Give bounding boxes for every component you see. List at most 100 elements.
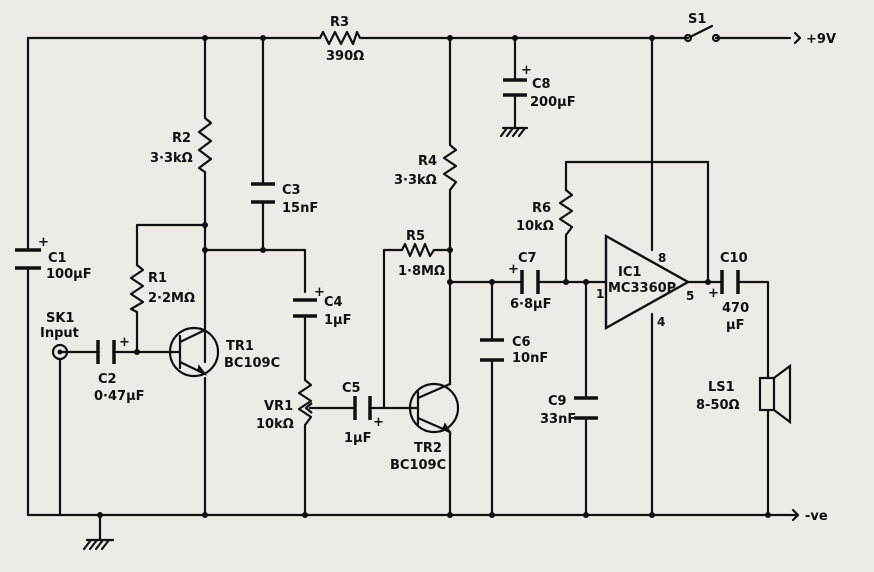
junction-dot bbox=[447, 247, 453, 253]
c2-value-label: 0·47μF bbox=[94, 389, 145, 404]
c6-value-label: 10nF bbox=[512, 351, 548, 366]
c5-value-label: 1μF bbox=[344, 431, 372, 446]
r6-ref-label: R6 bbox=[532, 201, 551, 216]
s1-contact-left bbox=[683, 33, 693, 43]
junction-dot bbox=[202, 222, 208, 228]
ic1-pin5-label: 5 bbox=[686, 289, 694, 303]
r4-value-label: 3·3kΩ bbox=[394, 173, 437, 188]
negative-rail-wire bbox=[26, 508, 800, 522]
r2-resistor bbox=[197, 117, 213, 173]
c6-ref-label: C6 bbox=[512, 335, 531, 350]
tr1-transistor-icon bbox=[168, 326, 220, 378]
r1-ref-label: R1 bbox=[148, 271, 167, 286]
junction-dot bbox=[512, 35, 518, 41]
junction-dot bbox=[447, 35, 453, 41]
s1-contact-right bbox=[711, 33, 721, 43]
sk1-ref-label: SK1 bbox=[46, 311, 74, 326]
ls1-speaker-cone bbox=[773, 363, 792, 425]
c10-ref-label: C10 bbox=[720, 251, 748, 266]
junction-dot bbox=[134, 349, 140, 355]
ic1-amplifier-icon bbox=[604, 233, 691, 331]
c7-polarity-mark: + bbox=[508, 262, 519, 277]
vr1-ref-label: VR1 bbox=[264, 399, 293, 414]
c8-value-label: 200μF bbox=[530, 95, 576, 110]
junction-dot bbox=[447, 512, 453, 518]
c5-ref-label: C5 bbox=[342, 381, 361, 396]
junction-dot bbox=[649, 512, 655, 518]
junction-dots bbox=[97, 35, 771, 518]
ic1-pin4-label: 4 bbox=[657, 315, 665, 329]
c7-wire bbox=[448, 280, 608, 517]
r4-resistor bbox=[442, 144, 458, 191]
sk1-socket-icon bbox=[51, 343, 69, 361]
c8-polarity-mark: + bbox=[521, 63, 532, 78]
tr2-emitter-arrow bbox=[442, 422, 452, 434]
r1-wire bbox=[135, 223, 207, 354]
negative-rail-label: -ve bbox=[805, 509, 828, 524]
c4-value-label: 1μF bbox=[324, 313, 352, 328]
ic1-value-label: MC3360P bbox=[608, 281, 676, 296]
junction-dot bbox=[583, 279, 589, 285]
c3-capacitor bbox=[251, 182, 275, 204]
c10-value-unit-label: μF bbox=[726, 318, 744, 333]
c4-polarity-mark: + bbox=[314, 285, 325, 300]
r6-resistor bbox=[558, 189, 574, 236]
c1-ref-label: C1 bbox=[48, 251, 67, 266]
c4-ref-label: C4 bbox=[324, 295, 343, 310]
r3-resistor bbox=[319, 30, 361, 46]
c7-value-label: 6·8μF bbox=[510, 297, 551, 312]
c6-capacitor bbox=[480, 338, 504, 362]
ic1-ref-label: IC1 bbox=[618, 265, 641, 280]
r2-ref-label: R2 bbox=[172, 131, 191, 146]
r1-value-label: 2·2MΩ bbox=[148, 291, 195, 306]
ls1-value-label: 8-50Ω bbox=[696, 398, 740, 413]
junction-dot bbox=[489, 279, 495, 285]
c10-polarity-mark: + bbox=[708, 286, 719, 301]
c1-value-label: 100μF bbox=[46, 267, 92, 282]
c9-capacitor bbox=[574, 396, 598, 420]
ic1-pin1-label: 1 bbox=[596, 287, 604, 301]
r3-value-label: 390Ω bbox=[326, 49, 364, 64]
r6-feedback-wire bbox=[564, 160, 710, 284]
positive-rail-wire bbox=[26, 31, 802, 45]
sk1-socket-pin bbox=[57, 349, 63, 355]
junction-dot bbox=[97, 512, 103, 518]
r5-ref-label: R5 bbox=[406, 229, 425, 244]
vr1-value-label: 10kΩ bbox=[256, 417, 294, 432]
junction-dot bbox=[260, 35, 266, 41]
positive-rail-label: +9V bbox=[806, 32, 836, 47]
junction-dot bbox=[705, 279, 711, 285]
c9-ref-label: C9 bbox=[548, 394, 567, 409]
tr2-value-label: BC109C bbox=[390, 458, 446, 473]
c7-capacitor bbox=[520, 270, 540, 294]
junction-dot bbox=[489, 512, 495, 518]
c5-capacitor bbox=[353, 396, 372, 420]
junction-dot bbox=[649, 35, 655, 41]
junction-dot bbox=[447, 279, 453, 285]
r2-value-label: 3·3kΩ bbox=[150, 151, 193, 166]
junction-dot bbox=[583, 512, 589, 518]
r1-resistor bbox=[129, 264, 145, 313]
junction-dot bbox=[202, 35, 208, 41]
junction-dot bbox=[202, 247, 208, 253]
c3-ref-label: C3 bbox=[282, 183, 301, 198]
r5-value-label: 1·8MΩ bbox=[398, 264, 445, 279]
c10-capacitor bbox=[720, 270, 740, 294]
c4-capacitor bbox=[293, 298, 317, 318]
junction-dot bbox=[260, 247, 266, 253]
junction-dot bbox=[563, 279, 569, 285]
c7-ref-label: C7 bbox=[518, 251, 537, 266]
c2-ref-label: C2 bbox=[98, 372, 117, 387]
tr1-ref-label: TR1 bbox=[226, 339, 254, 354]
c1-polarity-mark: + bbox=[38, 235, 49, 250]
tr1-emitter-arrow bbox=[197, 364, 208, 376]
c10-value-label: 470 bbox=[722, 301, 749, 316]
c2-polarity-mark: + bbox=[119, 335, 130, 350]
s1-ref-label: S1 bbox=[688, 12, 706, 27]
tr2-transistor-icon bbox=[408, 382, 460, 434]
ls1-speaker-body bbox=[758, 376, 776, 412]
r3-ref-label: R3 bbox=[330, 15, 349, 30]
ic1-pin8-label: 8 bbox=[658, 251, 666, 265]
r5-resistor bbox=[401, 242, 435, 258]
